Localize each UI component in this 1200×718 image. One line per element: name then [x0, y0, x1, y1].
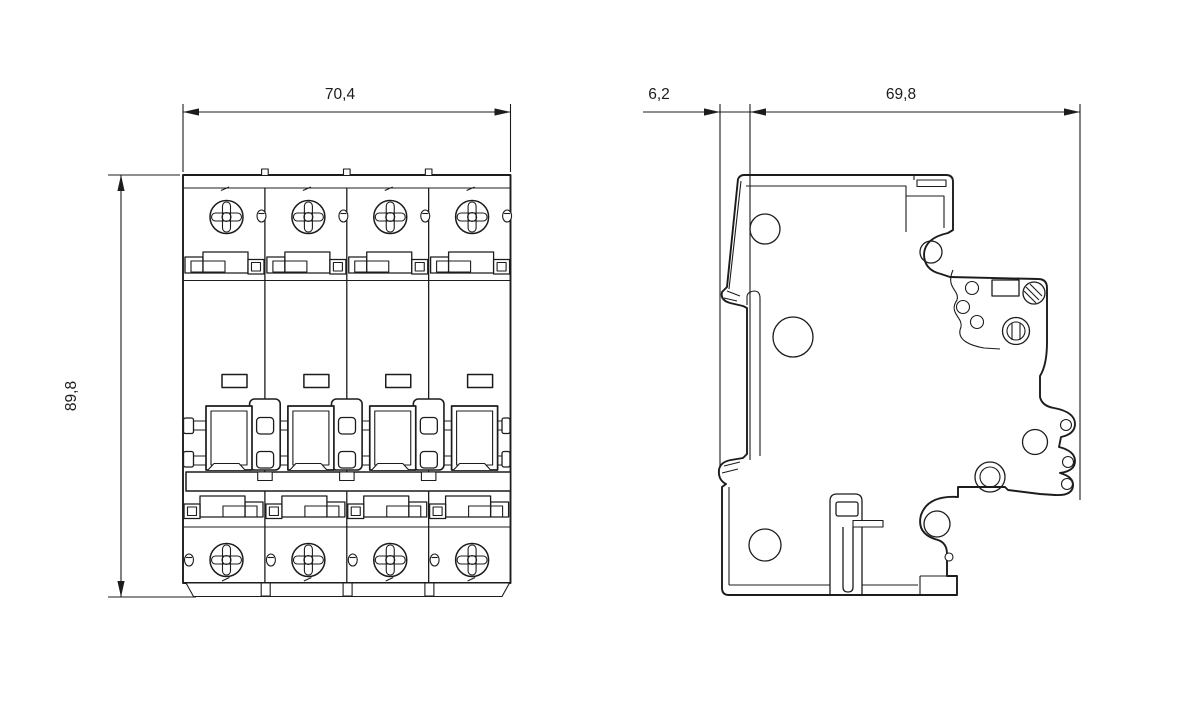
arrowhead-left [183, 108, 199, 116]
latch-window [835, 501, 859, 517]
pin-hole [944, 552, 954, 562]
rivet-hole [1021, 428, 1049, 456]
terminal-window [991, 279, 1020, 297]
ring-hole-inner [979, 466, 1001, 488]
width-dimension: 70,4 [182, 86, 512, 172]
vent-hole [955, 299, 971, 315]
height-dimension: 89,8 [63, 174, 196, 598]
clip-pin [1060, 477, 1074, 491]
arrowhead-outside-left [704, 108, 720, 116]
rivet-hole [748, 528, 782, 562]
latch-tab [852, 519, 884, 528]
clip-pin [1061, 455, 1075, 469]
vent-hole [969, 314, 985, 330]
rivet-hole [772, 316, 814, 358]
rivet-hole [919, 240, 943, 264]
inner-wall-lines [721, 180, 1001, 595]
edge-latch-squares [182, 417, 511, 468]
rivet-hole [923, 510, 951, 538]
terminal-detail [991, 279, 1046, 346]
side-view: 6,2 69,8 [643, 86, 1081, 596]
latch-housing [829, 493, 863, 595]
vent-hole [964, 280, 980, 296]
terminal-screw-hatched [1022, 281, 1046, 305]
arrowhead-inner-right [1064, 108, 1080, 116]
dim-label-width: 70,4 [325, 86, 356, 103]
din-latch [829, 493, 884, 595]
dim-label-height: 89,8 [63, 381, 80, 411]
ring-hole-outer [974, 461, 1006, 493]
depth-dimension: 69,8 [886, 86, 1081, 500]
housing-holes [748, 213, 1075, 562]
latch-slider [842, 527, 854, 593]
dim-label-offset: 6,2 [648, 86, 670, 103]
breaker-body-side [717, 174, 1076, 596]
front-view: 70,4 89,8 [63, 86, 512, 598]
rivet-hole [749, 213, 781, 245]
din-offset-dimension: 6,2 [643, 86, 1080, 468]
clip-pin [1059, 418, 1073, 432]
arrowhead-inner-left [750, 108, 766, 116]
top-rail-tab [913, 175, 947, 188]
dim-label-depth: 69,8 [886, 86, 916, 103]
arrowhead-down [117, 581, 125, 597]
arrowhead-right [494, 108, 511, 116]
terminal-screw-slotted [1001, 316, 1031, 346]
arrowhead-up [117, 175, 125, 191]
